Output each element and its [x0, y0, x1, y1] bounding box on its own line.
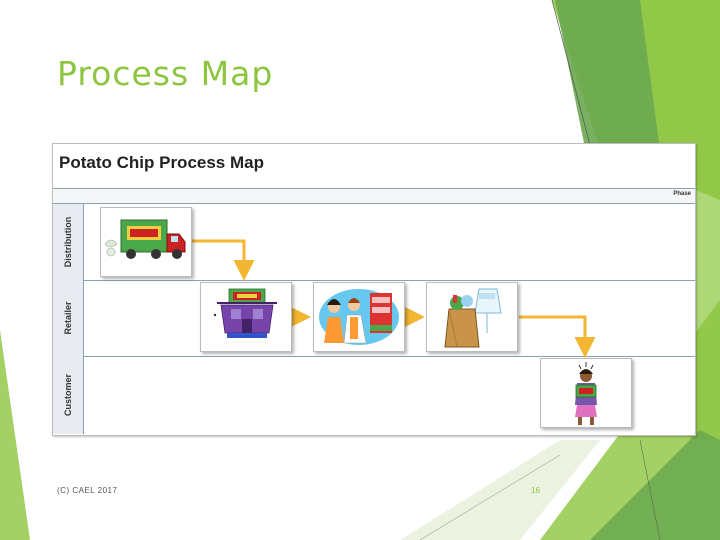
step-card-truck	[100, 207, 192, 277]
phase-label: Phase	[673, 191, 691, 197]
phase-bar: Phase	[53, 188, 695, 204]
customer-with-chips-icon	[575, 362, 597, 425]
store-building-icon	[213, 288, 277, 338]
deco-line-2	[419, 454, 561, 540]
swimlanes: Distribution Retailer Customer	[53, 204, 695, 435]
flow-arrows	[191, 239, 596, 358]
footer-text: (C) CAEL 2017	[57, 486, 118, 495]
deco-line-3	[639, 439, 661, 540]
deco-shape-bottom-right-3	[400, 440, 600, 540]
lane-customer: Customer	[53, 356, 695, 434]
lane-header: Customer	[53, 356, 84, 434]
process-map-title: Potato Chip Process Map	[59, 153, 264, 172]
page-number: 16	[531, 486, 540, 495]
lane-header: Retailer	[53, 280, 84, 356]
step-card-bag	[426, 282, 518, 352]
lane-header: Distribution	[53, 204, 84, 280]
arrow-truck-to-store	[191, 239, 255, 281]
step-card-customer	[540, 358, 632, 428]
deco-line-1	[551, 0, 591, 146]
grocery-bag-icon	[444, 288, 502, 348]
delivery-truck-icon	[104, 219, 186, 259]
step-card-clerks	[313, 282, 405, 352]
lane-retailer: Retailer	[53, 280, 695, 357]
step-card-store	[200, 282, 292, 352]
deco-shape-left	[0, 330, 30, 540]
store-clerks-icon	[319, 289, 399, 345]
lane-distribution: Distribution	[53, 204, 695, 281]
process-map: Potato Chip Process Map Phase Distributi…	[52, 143, 696, 436]
slide-title: Process Map	[57, 54, 274, 93]
deco-shape-bottom-right-2	[590, 430, 720, 540]
arrow-bag-to-customer	[519, 315, 596, 358]
